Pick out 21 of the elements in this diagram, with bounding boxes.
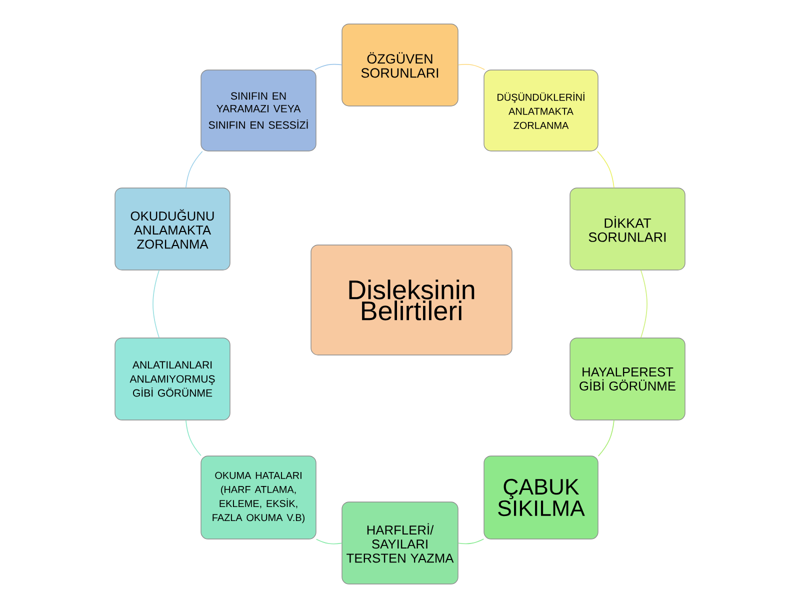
symptom-box: OKUDUĞUNU ANLAMAKTA ZORLANMA bbox=[114, 188, 230, 270]
connector-arc bbox=[458, 538, 484, 544]
connector-arc bbox=[152, 270, 160, 338]
connector-arc bbox=[597, 150, 614, 188]
connector-arc bbox=[598, 420, 614, 456]
connector-arc bbox=[640, 270, 648, 338]
symptom-box: HAYALPEREST GİBİ GÖRÜNME bbox=[570, 338, 686, 420]
symptom-box: OKUMA HATALARI (HARF ATLAMA, EKLEME, EKSİK, FAZLA OKUMA V.B) bbox=[200, 456, 316, 540]
connector-arc bbox=[458, 64, 485, 70]
connector-arc bbox=[186, 420, 202, 456]
connector-arc bbox=[314, 64, 342, 70]
symptom-box: ÖZGÜVEN SORUNLARI bbox=[342, 24, 458, 106]
connector-arc bbox=[186, 150, 203, 188]
connector-arc bbox=[316, 538, 342, 544]
title-box: Disleksinin Belirtileri bbox=[310, 244, 512, 356]
symptom-box: DÜŞÜNDÜKLERİNİ ANLATMAKTA ZORLANMA bbox=[484, 70, 598, 152]
symptom-box: DİKKAT SORUNLARI bbox=[570, 188, 686, 270]
symptom-box: ANLATILANLARI ANLAMIYORMUŞ GİBİ GÖRÜNME bbox=[114, 338, 230, 420]
symptom-box: HARFLERİ/ SAYILARI TERSTEN YAZMA bbox=[342, 502, 458, 584]
symptom-box: SINIFIN EN YARAMAZI VEYA SINIFIN EN SESSİZİ bbox=[200, 70, 316, 152]
symptom-box: ÇABUK SIKILMA bbox=[484, 456, 598, 540]
